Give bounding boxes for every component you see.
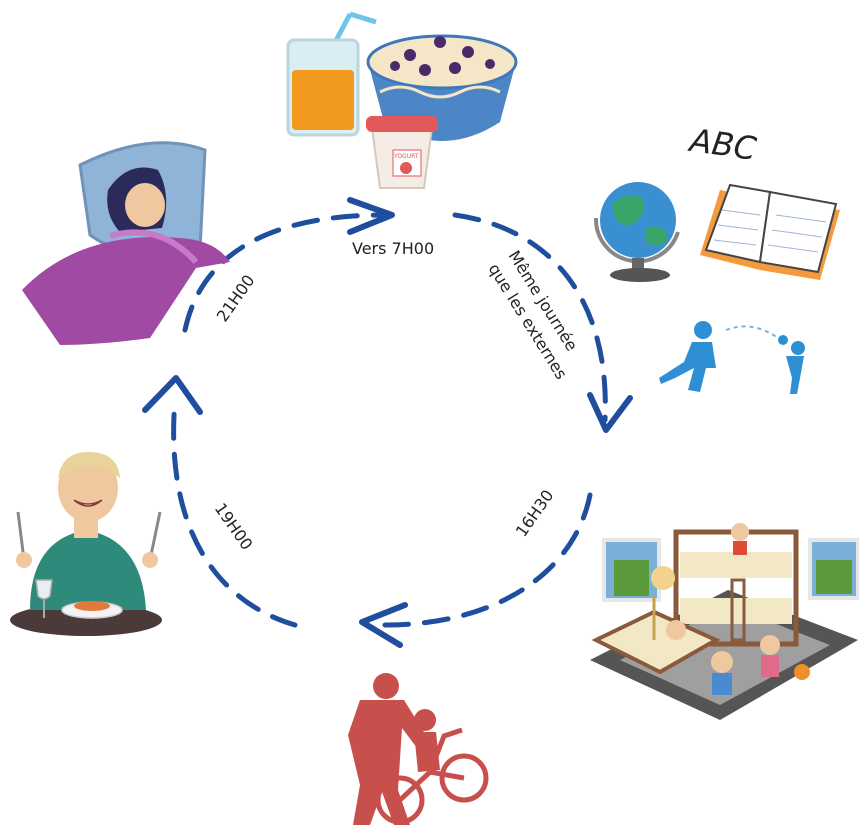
child-reading	[666, 620, 686, 640]
arrow-head-day	[587, 392, 633, 433]
arrow-heads	[142, 197, 633, 648]
catcher-body	[786, 356, 804, 394]
child-head	[414, 709, 436, 731]
sleeper-face	[125, 183, 165, 227]
dinner-table	[10, 604, 162, 636]
sweater	[30, 530, 146, 610]
single-bed	[591, 609, 721, 675]
bicycle-icon	[375, 727, 489, 825]
playing-figures	[659, 321, 805, 394]
basketball-icon	[794, 664, 810, 680]
label-morning: Vers 7H00	[352, 239, 434, 258]
homework-illustration	[348, 673, 489, 825]
school-abc-text: ABC	[686, 121, 759, 168]
fork-icon	[148, 511, 162, 561]
knife-icon	[16, 511, 26, 561]
label-night: 21H00	[213, 271, 259, 325]
arrow-day-to-afternoon	[382, 492, 593, 628]
child-sitting	[711, 651, 733, 673]
ball-icon	[778, 335, 788, 345]
runner-body	[659, 342, 716, 392]
arrow-morning-to-day	[452, 212, 608, 423]
school-illustration: ABC	[593, 121, 840, 282]
blanket	[22, 237, 230, 345]
arrow-night-to-morning	[182, 212, 388, 333]
child-top-bunk	[731, 523, 749, 541]
cycle-arrows	[171, 212, 608, 628]
juice	[292, 70, 354, 130]
adult-head	[373, 673, 399, 699]
dormitory-illustration	[590, 523, 859, 720]
arrow-head-evening	[142, 375, 203, 415]
yogurt-text: YOGURT	[393, 153, 419, 160]
catcher-head	[791, 341, 805, 355]
arrow-afternoon-to-evening	[171, 397, 298, 628]
dinner-illustration	[10, 452, 162, 636]
child-playing	[760, 635, 780, 655]
diner-head	[58, 454, 118, 522]
breakfast-illustration: YOGURT	[286, 11, 518, 189]
arrow-head-morning	[347, 197, 395, 235]
adult-body	[348, 700, 432, 825]
globe-icon	[600, 182, 676, 258]
wine-glass-icon	[35, 579, 53, 600]
label-afternoon: 16H30	[512, 486, 558, 540]
label-evening: 19H00	[211, 499, 257, 553]
lamp-icon	[651, 566, 675, 590]
runner-head	[694, 321, 712, 339]
arrow-head-afternoon	[359, 602, 408, 648]
strawberry-icon	[400, 162, 412, 174]
sleep-illustration	[22, 141, 230, 345]
